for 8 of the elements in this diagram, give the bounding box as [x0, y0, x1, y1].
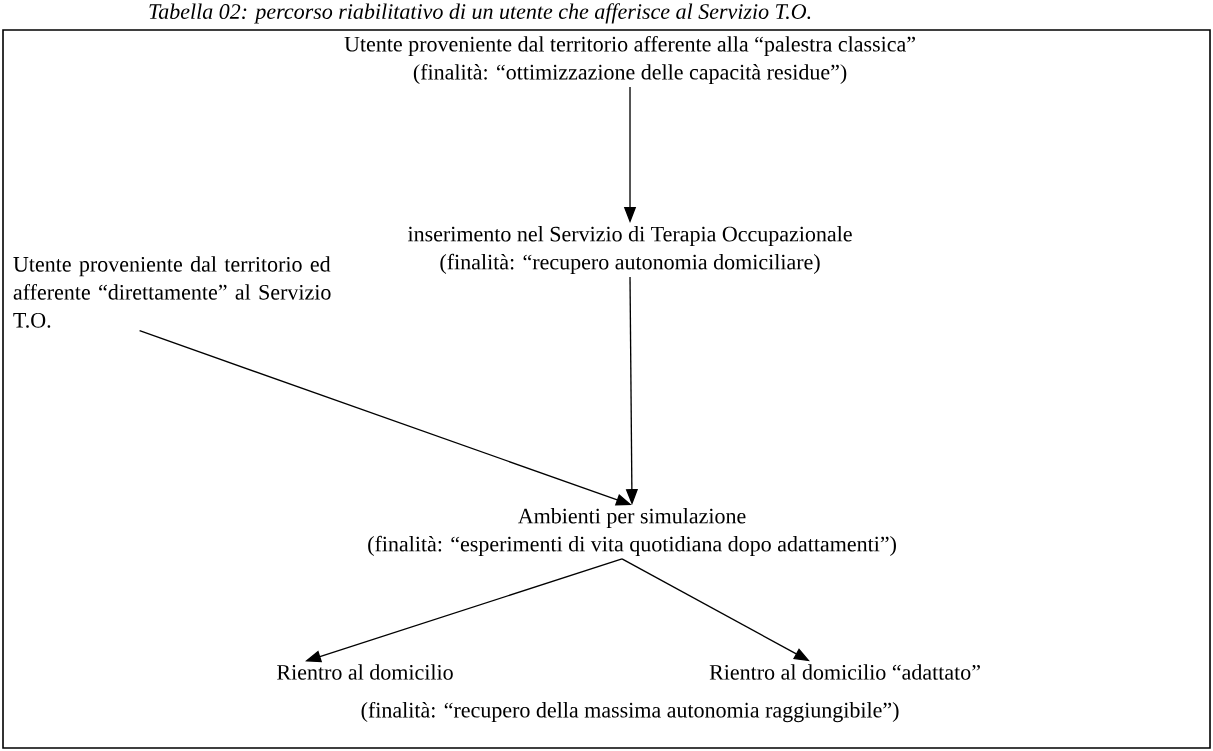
flow-step-text: Utente proveniente dal territorio afferente alla “palestra classica” (finalità: “ottimizzazione delle capacità residue”)	[344, 35, 915, 85]
flow-step-text: inserimento nel Servizio di Terapia Occupazionale (finalità: “recupero autonomia domiciliare)	[407, 226, 852, 274]
table-title: Tabella 02: percorso riabilitativo di un utente che afferisce al Servizio T.O.	[149, 3, 811, 24]
flow-step-text: Utente proveniente dal territorio ed afferente “direttamente” al Servizio T.O.	[13, 256, 331, 328]
flow-step-text: Rientro al domicilio	[277, 664, 453, 680]
note-text: (finalità: “recupero della massima autonomia raggiungibile”)	[361, 701, 899, 723]
flow-step-text: Ambienti per simulazione (finalità: “esperimenti di vita quotidiana dopo adattamenti”)	[368, 508, 896, 556]
flow-step-text: Rientro al domicilio “adattato”	[709, 664, 980, 680]
